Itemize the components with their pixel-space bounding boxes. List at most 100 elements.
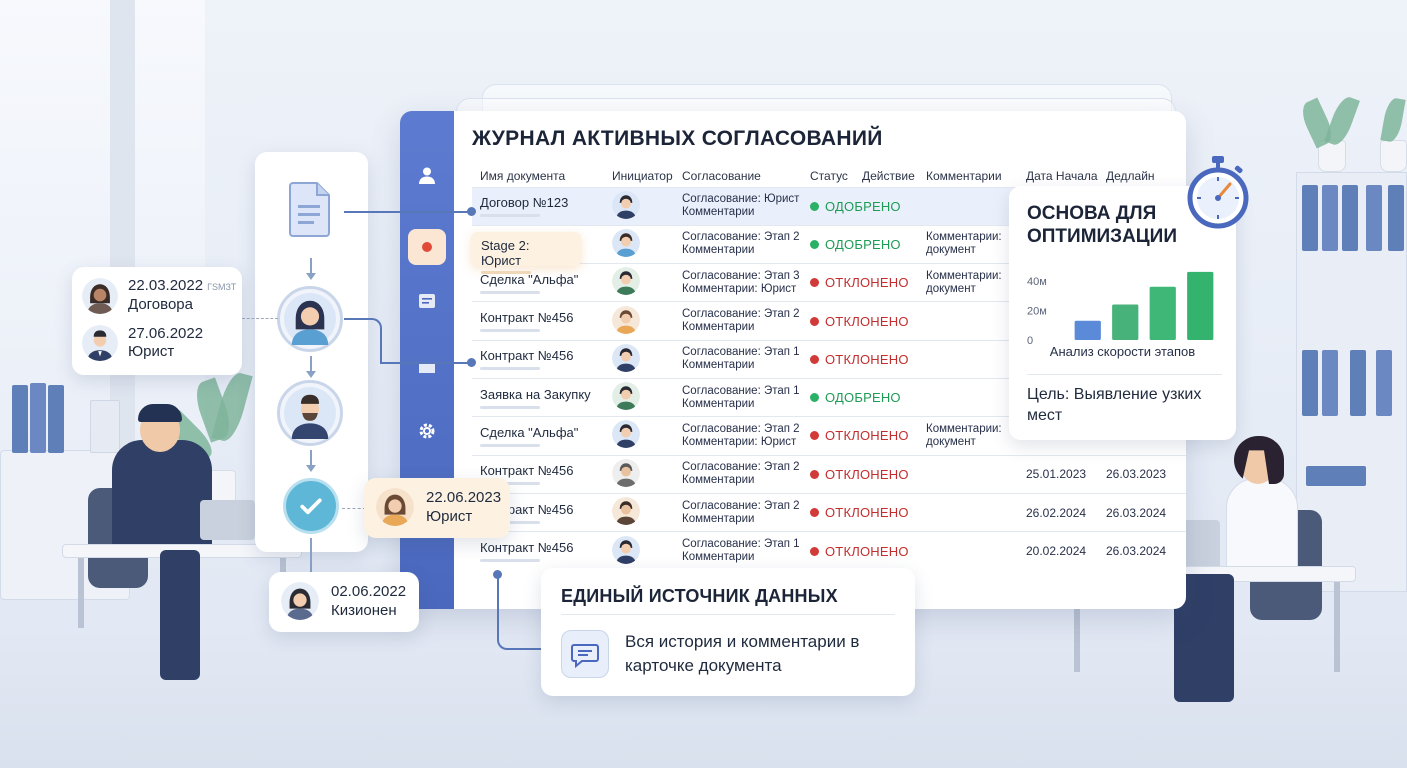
initiator-cell[interactable] [604,454,674,494]
history-date: 27.06.2022 [128,325,204,342]
binder [30,383,46,453]
approved-node[interactable] [283,478,339,534]
history-row[interactable]: 27.06.2022 Юрист [82,325,203,361]
approval-comment: Комментарии: Юрист [682,435,797,448]
status-dot [810,546,819,556]
status-dot [810,316,819,326]
check-icon [300,498,322,515]
avatar [376,488,414,526]
chart-bar [1112,304,1139,340]
initiator-cell[interactable] [604,339,674,379]
desk-leg [1334,582,1340,672]
page-title: ЖУРНАЛ АКТИВНЫХ СОГЛАСОВАНИЙ [472,127,883,150]
status-cell: ОТКЛОНЕНО [802,263,918,302]
initiator-cell[interactable] [604,263,674,302]
window-pane [135,0,205,470]
underline [480,405,540,409]
approval-date: 22.06.2023 [426,489,502,506]
stopwatch-icon [1187,156,1249,229]
initiator-cell[interactable] [604,492,674,532]
column-header[interactable]: Инициатор [612,168,673,183]
doc-name: Контракт №456 [480,540,574,556]
connector-line [344,211,474,213]
approval-stage: Согласование: Этап 2 [682,308,800,321]
underline [480,367,540,371]
initiator-avatar-icon [612,382,640,411]
column-header[interactable]: Действие [862,168,915,183]
optimization-title: ОСНОВА ДЛЯ ОПТИМИЗАЦИИ [1027,203,1177,247]
column-header[interactable]: Имя документа [480,168,566,183]
rail-record-button[interactable] [408,229,446,265]
stage-chip[interactable]: Stage 2: Юрист [471,232,581,274]
initiator-cell[interactable] [604,186,674,226]
doc-cell[interactable]: Заявка на Закупку [472,377,604,417]
underline [480,482,540,486]
initiator-cell[interactable] [604,377,674,417]
underline [480,520,540,524]
status-badge: ОДОБРЕНО [810,390,901,405]
doc-cell[interactable]: Сделка "Альфа" [472,263,604,302]
status-cell: ОДОБРЕНО [802,186,918,226]
column-header[interactable]: Согласование [682,168,761,183]
folder-icon [419,362,435,373]
approval-stage: Согласование: Этап 2 [682,231,800,244]
initiator-cell[interactable] [604,531,674,570]
history-tag: ГSМЗТ [207,282,237,292]
comment-label: Комментарии: [926,422,1002,435]
doc-cell[interactable]: Договор №123 [472,186,604,226]
comment-button[interactable] [561,630,609,678]
rail-settings-button[interactable] [408,413,446,449]
column-header[interactable]: Дедлайн [1106,168,1155,183]
connector-line [497,576,543,650]
underline [480,443,540,447]
binder [1306,466,1366,486]
status-label: ОТКЛОНЕНО [825,505,909,521]
doc-cell[interactable]: Сделка "Альфа" [472,416,604,456]
status-dot [810,354,819,364]
initiator-cell[interactable] [604,416,674,456]
final-approver-date: 02.06.2022 [331,583,407,600]
column-header[interactable]: Комментарии [926,168,1002,183]
flow-line [310,538,312,574]
rail-list-button[interactable] [408,283,446,319]
rail-folder-button[interactable] [408,349,446,385]
binder [1376,350,1392,416]
status-cell: ОТКЛОНЕНО [802,301,918,341]
binder [1302,350,1318,416]
gear-icon [419,423,435,439]
approver-node-1[interactable] [277,286,343,352]
status-label: ОТКЛОНЕНО [825,275,909,291]
document-node[interactable] [277,172,343,246]
binder [1322,185,1338,251]
document-icon [289,182,330,237]
initiator-cell[interactable] [604,224,674,264]
rail-user-button[interactable] [408,157,446,193]
comment-cell [918,301,1018,341]
record-icon [422,242,432,252]
approval-chip[interactable]: 22.06.2023 Юрист [364,478,510,538]
initiator-cell[interactable] [604,301,674,341]
doc-cell[interactable]: Контракт №456 [472,301,604,341]
status-dot [810,201,819,211]
doc-cell[interactable]: Контракт №456 [472,339,604,379]
connector-line [382,362,472,364]
woman-avatar-icon [284,293,336,345]
binder [1302,185,1318,251]
status-dot [810,278,819,288]
table-header: Имя документа Инициатор Согласование Ста… [472,165,1186,187]
status-label: ОТКЛОНЕНО [825,313,909,329]
approver-node-2[interactable] [277,380,343,446]
final-approver-card[interactable]: 02.06.2022 Кизионен [269,572,419,632]
column-header[interactable]: Дата Начала [1026,168,1098,183]
column-header[interactable]: Статус [810,168,848,183]
comment-cell: Комментарии:документ [918,224,1018,264]
